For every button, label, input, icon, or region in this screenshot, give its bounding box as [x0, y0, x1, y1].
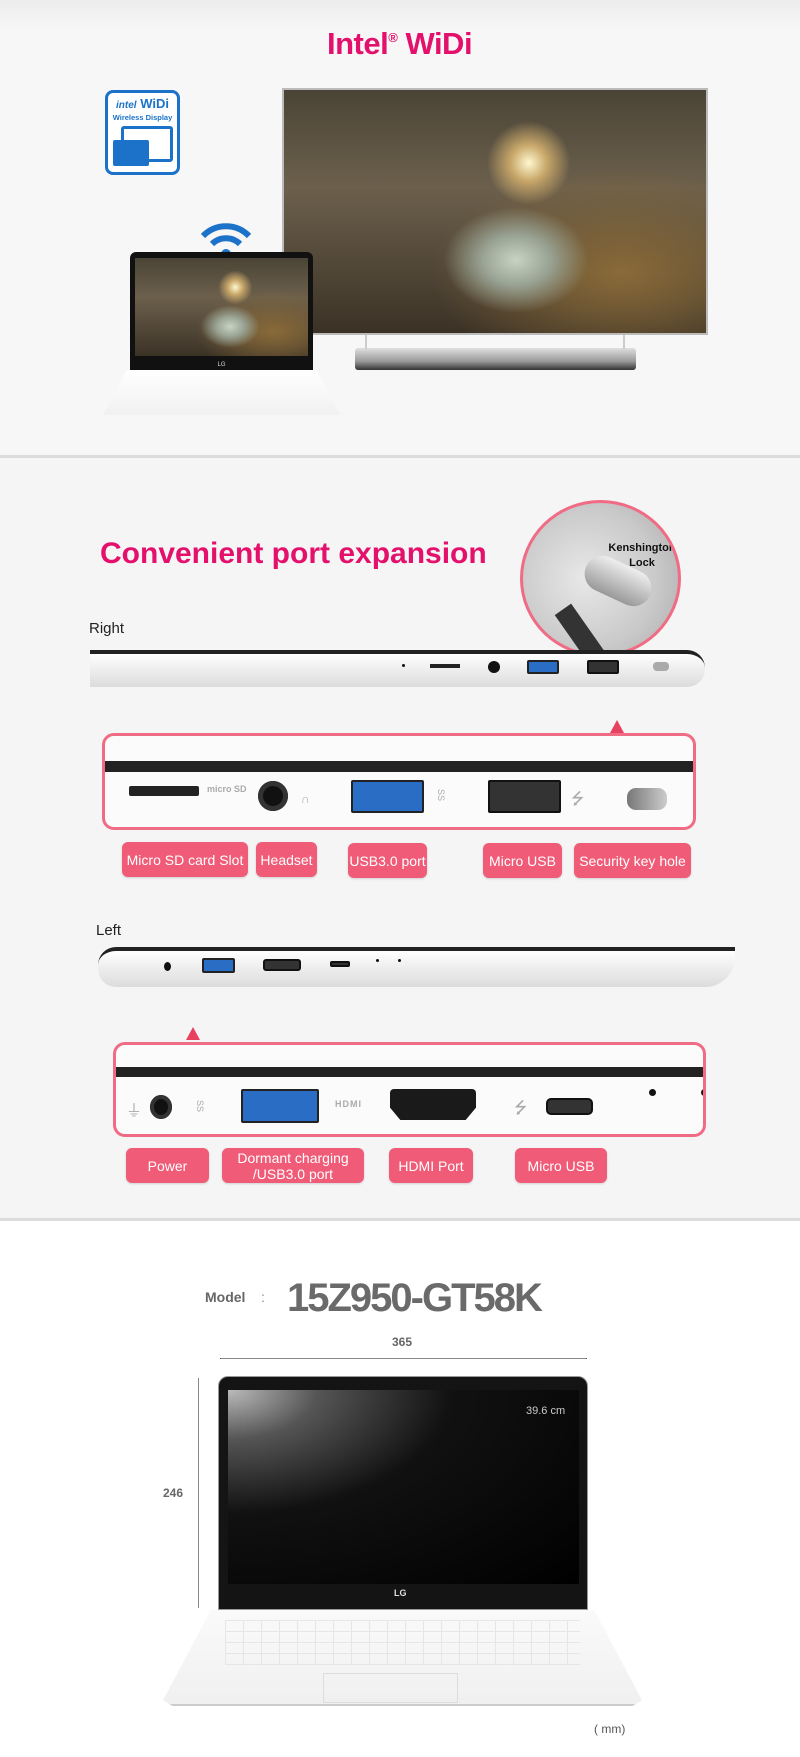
laptop-base — [103, 370, 340, 415]
screen-size: 39.6 cm — [526, 1405, 566, 1417]
laptop-logo: LG — [217, 362, 226, 368]
power-plug-icon: ⏚ — [126, 1103, 143, 1120]
section-divider — [0, 455, 800, 458]
label-micro-usb-left: Micro USB — [515, 1148, 607, 1183]
logo-brand: intel — [116, 100, 137, 111]
laptop-front-base — [163, 1610, 642, 1706]
usb-port — [488, 780, 561, 813]
kensington-label-line1: Kenshington — [608, 542, 676, 554]
micro-sd-mark: micro SD — [207, 784, 247, 794]
usb-symbol-icon-left: ⭍ — [514, 1100, 528, 1117]
kensington-label: Kenshington Lock — [603, 541, 678, 571]
kensington-label-line2: Lock — [629, 557, 655, 569]
led-indicator — [701, 1089, 703, 1096]
left-side-label: Left — [96, 922, 122, 939]
logo-subtitle: Wireless Display — [112, 113, 173, 122]
left-side-laptop — [98, 947, 735, 987]
dormant-usb3-port — [241, 1089, 319, 1123]
registered-mark: ® — [388, 30, 398, 45]
headset-jack — [258, 781, 288, 811]
laptop-front-screen: 39.6 cm LG — [218, 1376, 588, 1610]
widi-title: Intel® WiDi — [327, 26, 473, 62]
unit-label: ( mm) — [594, 1722, 626, 1736]
widi-section: Intel® WiDi intel WiDi Wireless Display … — [0, 0, 800, 455]
display-cast-icon — [112, 126, 173, 168]
hdmi-mark: HDMI — [335, 1099, 362, 1109]
hdmi-port — [390, 1089, 476, 1120]
lg-logo: LG — [394, 1588, 407, 1598]
usb-symbol-icon: ⭍ — [571, 791, 585, 808]
model-colon: : — [261, 1289, 265, 1305]
label-security-key-hole: Security key hole — [574, 843, 691, 878]
keyboard — [225, 1620, 580, 1665]
width-value: 365 — [392, 1335, 413, 1349]
widi-logo: intel WiDi Wireless Display — [105, 90, 180, 175]
title-widi: WiDi — [405, 26, 473, 61]
height-value: 246 — [163, 1486, 184, 1500]
label-power: Power — [126, 1148, 209, 1183]
headphone-icon: ∩ — [301, 792, 310, 806]
label-usb3: USB3.0 port — [348, 843, 427, 878]
usb3-port — [351, 780, 424, 813]
kensington-lock-callout: Kenshington Lock — [520, 500, 681, 657]
width-dimension-line — [220, 1358, 587, 1359]
power-jack — [150, 1095, 172, 1119]
laptop-screen: LG — [130, 252, 313, 370]
title-intel: Intel — [327, 26, 389, 61]
led-indicator — [649, 1089, 656, 1096]
label-micro-usb: Micro USB — [483, 843, 562, 878]
touchpad — [323, 1673, 458, 1703]
logo-name: WiDi — [140, 96, 169, 111]
model-label: Model — [205, 1289, 246, 1305]
ss-usb-mark-left: SS — [195, 1099, 206, 1113]
right-side-label: Right — [89, 620, 125, 637]
right-ports-detail: micro SD ∩ SS ⭍ — [102, 733, 696, 830]
section-divider — [0, 1218, 800, 1221]
height-dimension-line — [198, 1378, 199, 1608]
tv-stand — [355, 348, 636, 370]
micro-sd-slot — [129, 786, 199, 796]
left-ports-detail: ⏚ SS HDMI ⭍ — [113, 1042, 706, 1137]
right-callout-pointer — [610, 720, 624, 733]
label-headset: Headset — [256, 842, 317, 877]
model-number: 15Z950-GT58K — [287, 1276, 543, 1320]
tv-image — [282, 88, 708, 335]
left-callout-pointer — [186, 1027, 200, 1040]
ss-usb-mark: SS — [436, 788, 447, 802]
security-key-hole — [627, 788, 667, 810]
ports-title: Convenient port expansion — [100, 537, 487, 570]
label-micro-sd: Micro SD card Slot — [122, 842, 248, 877]
micro-usb-port — [546, 1098, 593, 1115]
right-side-laptop — [90, 650, 705, 687]
tv-stand-neck — [365, 335, 625, 349]
label-hdmi: HDMI Port — [389, 1148, 473, 1183]
label-dormant-charging: Dormant charging /USB3.0 port — [222, 1148, 364, 1183]
